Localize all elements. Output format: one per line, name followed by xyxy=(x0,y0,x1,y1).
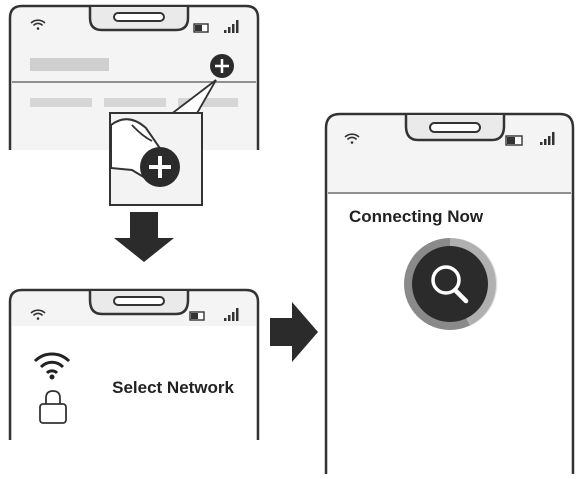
lock-icon xyxy=(39,390,67,424)
wifi-icon xyxy=(30,309,46,320)
battery-icon xyxy=(505,135,523,146)
zoom-callout xyxy=(109,112,203,206)
select-network-title: Select Network xyxy=(112,378,234,397)
wifi-icon xyxy=(30,19,46,30)
tab-placeholder-2 xyxy=(104,98,166,107)
tab-placeholder-1 xyxy=(30,98,92,107)
phone-3: Connecting Now xyxy=(324,112,575,474)
magnifier-icon xyxy=(404,237,498,330)
arrow-right-icon xyxy=(270,302,318,362)
add-button[interactable] xyxy=(210,54,234,78)
battery-icon xyxy=(193,23,209,33)
battery-icon xyxy=(189,311,205,321)
signal-icon xyxy=(224,308,239,321)
phone-1-speaker xyxy=(113,12,165,22)
tab-placeholder-3 xyxy=(178,98,238,107)
phone-2-speaker xyxy=(113,296,165,306)
title-placeholder xyxy=(30,58,109,71)
signal-icon xyxy=(540,132,555,145)
signal-icon xyxy=(224,20,239,33)
callout-pointer xyxy=(169,79,217,116)
connecting-title: Connecting Now xyxy=(349,207,484,226)
wifi-icon xyxy=(344,133,360,144)
network-wifi-icon[interactable] xyxy=(33,352,71,380)
arrow-down-icon xyxy=(114,212,174,262)
phone-3-speaker xyxy=(429,122,481,133)
phone-2: Select Network xyxy=(0,288,270,479)
phone-1 xyxy=(0,4,270,170)
plus-circle-icon[interactable] xyxy=(140,147,180,187)
